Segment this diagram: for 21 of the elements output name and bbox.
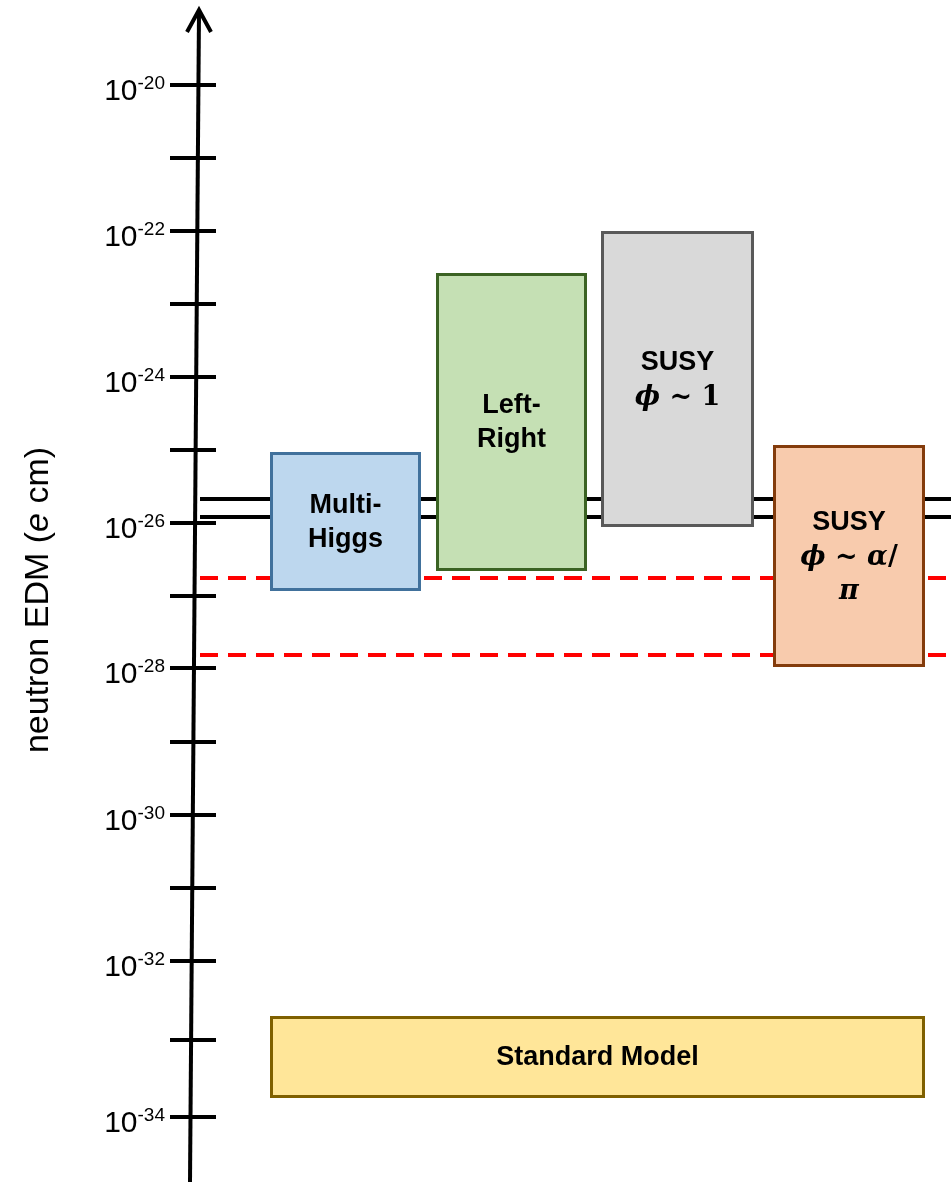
model-label: SUSY xyxy=(639,345,716,379)
axis-tick-label: 10$^{-22}$ xyxy=(103,219,165,251)
axis-tick-label: 10$^{-20}$ xyxy=(103,73,165,105)
axis-tick-label: 10$^{-34}$ xyxy=(103,1105,165,1137)
axis-tick-label: 10$^{-32}$ xyxy=(103,949,165,981)
axis-tick-label: 10$^{-24}$ xyxy=(103,365,165,397)
axis-tick-label: 10$^{-26}$ xyxy=(103,511,165,543)
model-label: Left- Right xyxy=(476,388,547,455)
model-box xyxy=(270,1016,925,1098)
model-label: SUSY xyxy=(811,505,887,539)
axis-tick-label: 10$^{-30}$ xyxy=(103,803,165,835)
model-box xyxy=(601,231,754,527)
model-label: Standard Model xyxy=(495,1040,700,1074)
model-label: Multi- Higgs xyxy=(307,487,384,555)
formula-label: ϕ ~ α/π xyxy=(799,539,899,607)
axis-tick-label: 10$^{-28}$ xyxy=(103,656,165,688)
model-box xyxy=(773,445,925,667)
model-box xyxy=(436,273,587,571)
model-box xyxy=(270,452,421,591)
axis-title: neutron EDM (e cm) xyxy=(16,446,56,754)
formula-label: ϕ ~ 1 xyxy=(633,379,722,413)
